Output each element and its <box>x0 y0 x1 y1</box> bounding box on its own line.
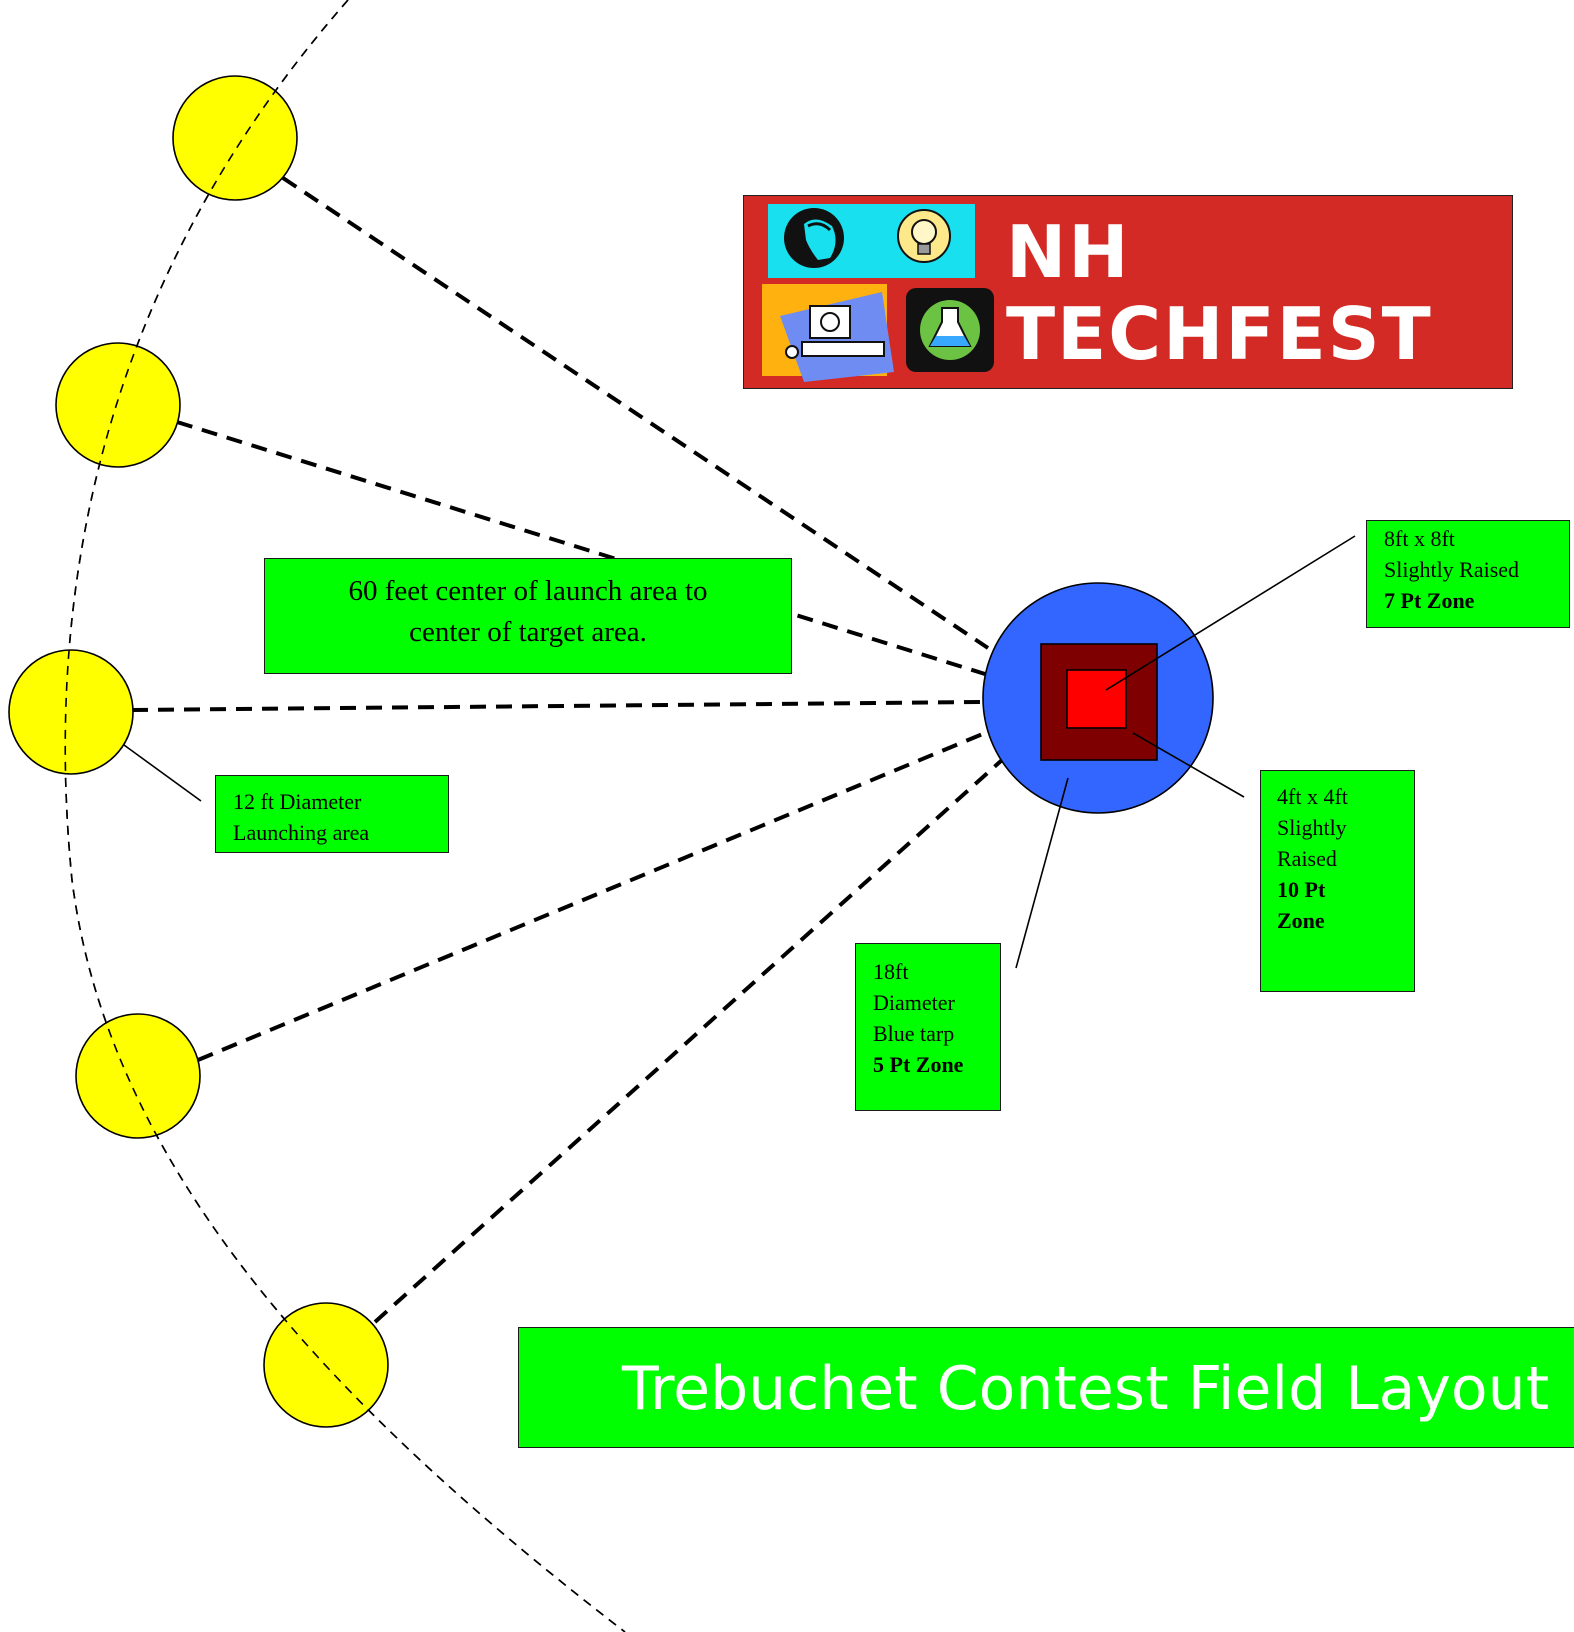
distance-label: 60 feet center of launch area to center … <box>264 558 792 674</box>
zone-8ft-line-2: Slightly Raised <box>1384 557 1520 582</box>
nh-techfest-logo: NH TECHFEST <box>743 195 1513 389</box>
zone-4ft-points-1: 10 Pt <box>1277 877 1326 902</box>
zone-8ft-label: 8ft x 8ft Slightly Raised 7 Pt Zone <box>1366 520 1570 628</box>
radial-line-1 <box>281 176 990 650</box>
launch-area-label: 12 ft Diameter Launching area <box>215 775 449 853</box>
launch-circle-2 <box>55 342 181 468</box>
distance-label-line-1: 60 feet center of launch area to <box>348 575 708 607</box>
leader-launch <box>123 744 202 802</box>
distance-label-line-2: center of target area. <box>409 616 647 648</box>
launch-circle-1 <box>172 75 298 201</box>
radial-line-5 <box>373 758 1004 1324</box>
tarp-points: 5 Pt Zone <box>873 1052 964 1077</box>
computer-icon <box>785 305 885 359</box>
launch-circle-3 <box>8 649 134 775</box>
tarp-line-2: Diameter <box>873 990 955 1015</box>
zone-4ft-line-3: Raised <box>1277 846 1337 871</box>
zone-8ft-points: 7 Pt Zone <box>1384 588 1475 613</box>
flask-icon <box>920 300 980 360</box>
tarp-line-1: 18ft <box>873 959 909 984</box>
radial-lines <box>131 176 1004 1324</box>
radial-line-3 <box>131 700 984 712</box>
tarp-line-3: Blue tarp <box>873 1021 955 1046</box>
head-icon <box>784 208 844 268</box>
leader-tarp <box>1015 777 1069 969</box>
zone-4ft-line-1: 4ft x 4ft <box>1277 784 1348 809</box>
launch-circle-4 <box>75 1013 201 1139</box>
tarp-zone-label: 18ft Diameter Blue tarp 5 Pt Zone <box>855 943 1001 1111</box>
zone-8ft-line-1: 8ft x 8ft <box>1384 526 1455 551</box>
lightbulb-icon <box>897 209 951 263</box>
leader-8ft <box>1105 535 1356 691</box>
launch-area-line-1: 12 ft Diameter <box>233 789 362 814</box>
radial-line-4 <box>197 731 986 1062</box>
zone-4ft-line-2: Slightly <box>1277 815 1347 840</box>
logo-clipart <box>762 204 994 382</box>
launch-circles <box>8 75 389 1428</box>
leader-4ft <box>1132 732 1245 798</box>
diagram-title: Trebuchet Contest Field Layout <box>518 1327 1574 1448</box>
radial-line-2 <box>176 420 986 676</box>
logo-line-nh: NH <box>1006 210 1131 294</box>
launch-arc-overlay <box>64 0 626 1632</box>
logo-line-techfest: TECHFEST <box>1006 292 1433 376</box>
zone-4ft-label: 4ft x 4ft Slightly Raised 10 Pt Zone <box>1260 770 1415 992</box>
zone-4ft-points-2: Zone <box>1277 908 1325 933</box>
target-4ft-zone <box>1066 669 1127 729</box>
launch-area-line-2: Launching area <box>233 820 370 845</box>
